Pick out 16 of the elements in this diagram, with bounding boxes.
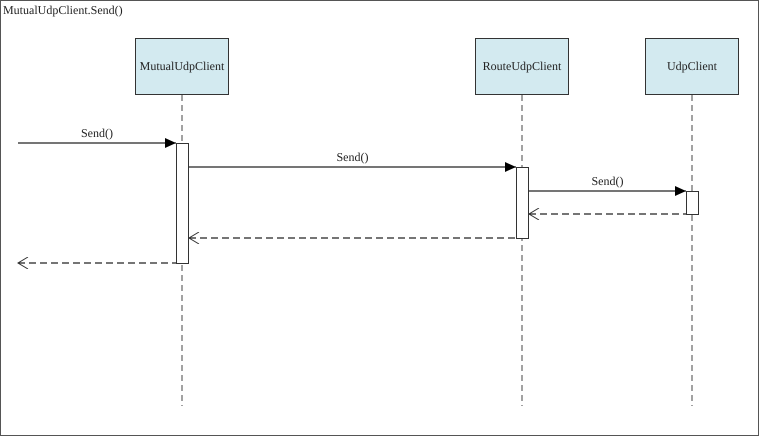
- edge-label: Send(): [334, 150, 370, 165]
- frame-title: MutualUdpClient.Send(): [3, 3, 123, 18]
- lifeline-head-box: RouteUdpClient: [475, 38, 569, 95]
- lifeline-head-box: MutualUdpClient: [135, 38, 229, 95]
- message-arrow: [18, 138, 176, 148]
- message-arrow: [528, 208, 686, 220]
- activation-bar: [516, 167, 529, 239]
- activation-bar: [686, 191, 699, 215]
- message-arrow: [529, 186, 686, 196]
- lifeline-head-box: UdpClient: [645, 38, 739, 95]
- message-arrow: [188, 232, 516, 244]
- message-arrow: [189, 162, 516, 172]
- edge-label: Send(): [79, 126, 115, 141]
- edge-label: Send(): [590, 174, 626, 189]
- activation-bar: [176, 143, 189, 264]
- message-arrow: [18, 256, 176, 270]
